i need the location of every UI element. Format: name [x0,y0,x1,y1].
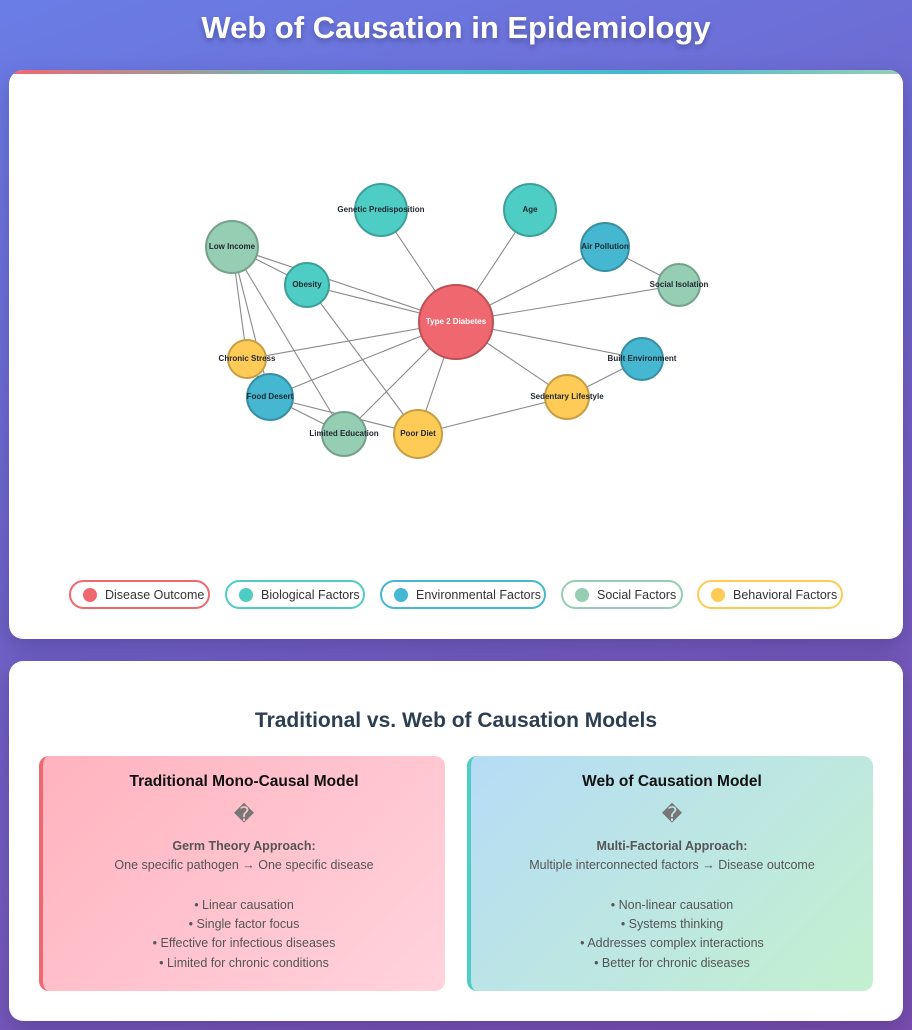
node-diet[interactable]: Poor Diet [393,409,443,459]
web-description: Multiple interconnected factors → Diseas… [529,858,815,872]
node-circle-diet[interactable] [393,409,443,459]
diagram-card: Type 2 Diabetes Genetic Predisposition Age… [9,70,903,639]
causation-web-diagram: Type 2 Diabetes Genetic Predisposition Age… [205,183,709,459]
comparison-card: Traditional vs. Web of Causation Models … [9,661,903,1021]
link-income-diabetes [231,246,457,323]
legend-item-behavioral: Behavioral Factors [697,580,843,609]
list-item: • Effective for infectious diseases [152,936,336,951]
node-obesity[interactable]: Obesity [284,262,330,308]
network-icon: � [661,802,683,826]
node-label-diabetes: Type 2 Diabetes [426,317,487,326]
legend-dot-outcome [83,587,97,602]
nodes-layer: Type 2 Diabetes Genetic Predisposition Age… [205,183,709,459]
traditional-model-title: Traditional Mono-Causal Model [129,773,359,790]
node-label-airpollution: Air Pollution [581,242,629,251]
card-accent-bar [9,70,903,74]
node-airpollution[interactable]: Air Pollution [580,222,630,272]
node-label-education: Limited Education [309,429,378,438]
node-label-diet: Poor Diet [400,429,436,438]
node-sedentary[interactable]: Sedentary Lifestyle [530,374,604,420]
node-circle-genetic[interactable] [354,183,408,237]
legend-label-social: Social Factors [597,587,677,602]
node-label-isolation: Social Isolation [650,280,709,289]
legend-dot-behavioral [711,587,725,602]
node-label-genetic: Genetic Predisposition [337,205,424,214]
legend-label-environmental: Environmental Factors [416,587,542,602]
legend-label-behavioral: Behavioral Factors [733,587,838,602]
legend-dot-environmental [394,587,408,602]
traditional-model-panel: Traditional Mono-Causal Model � Germ The… [39,756,445,991]
traditional-points: • Linear causation • Single factor focus… [43,896,445,973]
legend-item-social: Social Factors [561,580,683,609]
node-age[interactable]: Age [503,183,557,237]
node-circle-sedentary[interactable] [544,374,590,420]
traditional-approach: Germ Theory Approach: [172,839,316,853]
list-item: • Limited for chronic conditions [159,955,329,970]
node-genetic[interactable]: Genetic Predisposition [337,183,425,237]
node-stress[interactable]: Chronic Stress [219,339,276,379]
node-label-fooddesert: Food Desert [247,392,294,401]
link-income-education [231,246,345,435]
page-title: Web of Causation in Epidemiology [201,10,711,45]
node-circle-built[interactable] [620,337,664,381]
comparison-title: Traditional vs. Web of Causation Models [254,709,658,732]
legend-item-environmental: Environmental Factors [380,580,546,609]
node-circle-stress[interactable] [227,339,267,379]
list-item: • Systems thinking [620,917,724,932]
node-circle-obesity[interactable] [284,262,330,308]
node-circle-fooddesert[interactable] [246,373,294,421]
node-circle-diabetes[interactable] [418,284,494,360]
node-label-income: Low Income [209,242,256,251]
node-built[interactable]: Built Environment [608,337,677,381]
node-circle-education[interactable] [321,411,367,457]
legend: Disease Outcome Biological Factors Envir… [69,580,843,610]
legend-item-biological: Biological Factors [225,580,365,609]
legend-dot-social [575,587,589,602]
node-label-built: Built Environment [608,354,677,363]
list-item: • Addresses complex interactions [580,936,764,951]
legend-dot-biological [239,587,253,602]
pathogen-icon: � [233,802,255,826]
legend-label-biological: Biological Factors [261,587,360,602]
node-education[interactable]: Limited Education [309,411,379,457]
legend-label-outcome: Disease Outcome [105,587,205,602]
web-model-panel: Web of Causation Model � Multi-Factorial… [467,756,873,991]
node-circle-airpollution[interactable] [580,222,630,272]
list-item: • Linear causation [194,898,294,912]
link-obesity-diet [306,284,419,435]
node-circle-income[interactable] [205,220,259,274]
list-item: • Better for chronic diseases [594,955,750,970]
node-label-sedentary: Sedentary Lifestyle [530,392,604,401]
node-label-obesity: Obesity [292,280,322,289]
node-label-stress: Chronic Stress [219,354,276,363]
node-isolation[interactable]: Social Isolation [650,263,709,307]
web-points: • Non-linear causation • Systems thinkin… [471,896,873,973]
traditional-description: One specific pathogen → One specific dis… [114,858,374,872]
link-sedentary-diet [417,396,568,435]
list-item: • Non-linear causation [610,898,734,912]
node-fooddesert[interactable]: Food Desert [246,373,294,421]
legend-item-outcome: Disease Outcome [69,580,210,609]
list-item: • Single factor focus [188,917,300,932]
web-approach: Multi-Factorial Approach: [596,839,748,853]
node-income[interactable]: Low Income [205,220,259,274]
web-model-title: Web of Causation Model [582,773,762,790]
node-circle-age[interactable] [503,183,557,237]
node-diabetes[interactable]: Type 2 Diabetes [418,284,494,360]
node-circle-isolation[interactable] [657,263,701,307]
node-label-age: Age [522,205,538,214]
